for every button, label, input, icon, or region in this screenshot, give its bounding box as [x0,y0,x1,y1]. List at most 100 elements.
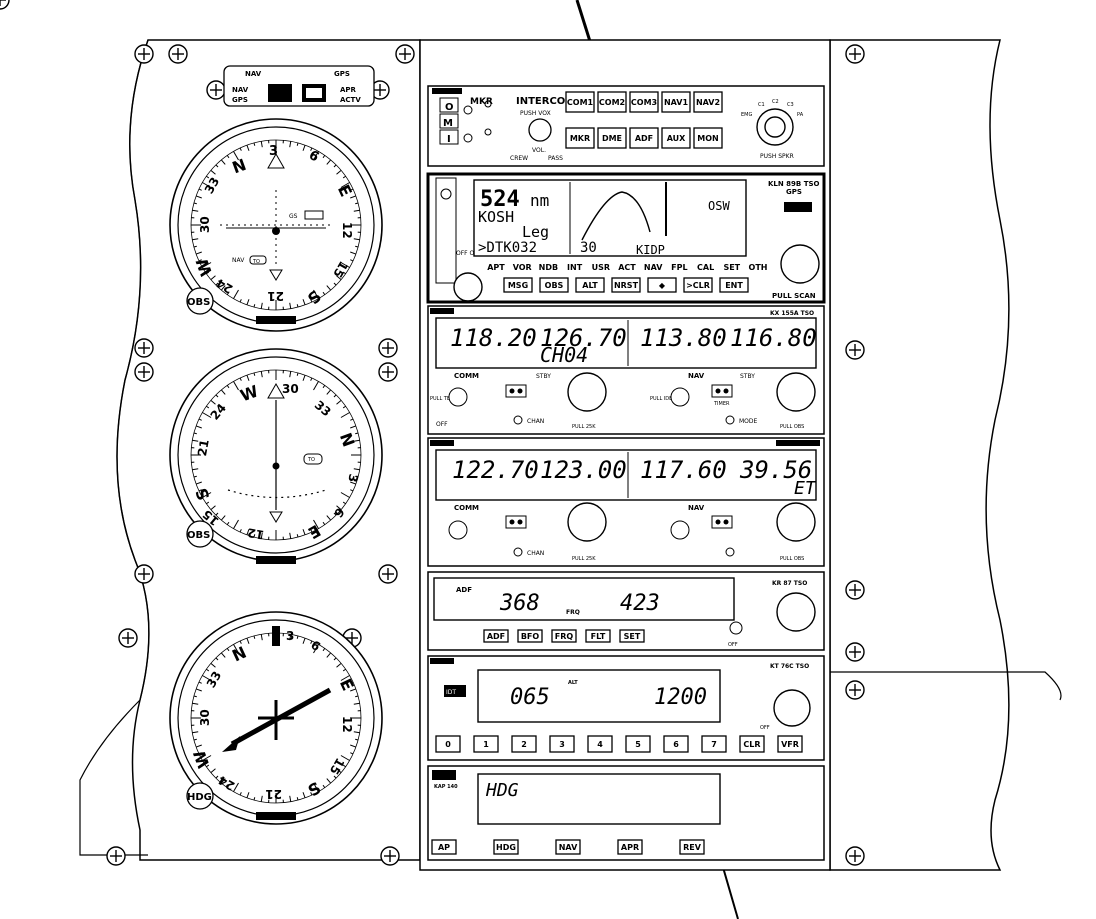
transponder-altitude: 065 [510,685,550,710]
button-label: DME [602,134,622,143]
dial-tick [239,529,242,533]
svg-text:OSW: OSW [708,199,730,213]
com2-active-freq: 122.70 [452,456,539,484]
button-6[interactable] [663,735,689,753]
dial-tick [220,285,226,291]
com2-standby-freq: 123.00 [540,456,627,484]
nav2-active-freq: 117.60 [640,456,727,484]
dial-tick [310,792,313,796]
gps-page-label: OTH [749,263,768,272]
annunciator-actv: ACTV [340,96,361,104]
button-frq[interactable] [551,629,577,643]
button-mkr[interactable] [565,127,595,149]
gps-page-label: VOR [513,263,532,272]
button-nav1[interactable] [661,91,691,113]
nav1-standby-freq: 116.80 [730,324,817,352]
dial-tick [340,412,350,418]
svg-text:PULL 25K: PULL 25K [572,556,596,562]
dial-tick [353,702,360,705]
svg-text:STBY: STBY [740,373,755,380]
dial-tick [215,282,219,286]
dial-tick [220,652,226,658]
button-apr[interactable] [617,839,643,855]
dial-tick [253,304,256,308]
dial-tick [296,304,299,308]
button-ap[interactable] [431,839,457,855]
svg-text:KIDP: KIDP [636,243,665,257]
button-rev[interactable] [679,839,705,855]
button-ent[interactable] [719,277,749,293]
dial-tick [193,432,197,435]
com1-active-freq: 118.20 [450,324,537,352]
dial-tick [310,529,313,533]
button-hdg[interactable] [493,839,519,855]
button-nav2[interactable] [693,91,723,113]
button-nav[interactable] [555,839,581,855]
hdg-knob: HDG [187,792,212,803]
button-clr[interactable] [683,277,713,293]
dial-tick [220,389,226,395]
dial-tick [215,164,219,168]
button-label: 5 [635,740,641,749]
dial-tick [350,251,357,255]
button-1[interactable] [473,735,499,753]
button-adf[interactable] [629,127,659,149]
svg-text:3: 3 [269,144,278,159]
button-2[interactable] [511,735,537,753]
dial-tick [322,648,326,652]
button-0[interactable] [435,735,461,753]
button-nrst[interactable] [611,277,641,293]
dial-tick [239,147,242,151]
dial-tick [192,731,199,734]
button-dme[interactable] [597,127,627,149]
button-com2[interactable] [597,91,627,113]
button-7[interactable] [701,735,727,753]
dial-tick [342,501,346,505]
dial-tick [326,389,332,395]
button-com3[interactable] [629,91,659,113]
button-aux[interactable] [661,127,691,149]
dial-tick [226,385,230,389]
dial-tick [193,202,197,205]
button-[interactable] [647,277,677,293]
button-label: MKR [570,134,590,143]
svg-text:12: 12 [340,716,354,733]
dial-tick [202,492,212,498]
button-alt[interactable] [575,277,605,293]
button-mon[interactable] [693,127,723,149]
button-4[interactable] [587,735,613,753]
svg-text:OFF: OFF [728,642,738,648]
button-obs[interactable] [539,277,569,293]
button-flt[interactable] [585,629,611,643]
button-bfo[interactable] [517,629,543,643]
svg-text:CHAN: CHAN [527,550,544,557]
button-com1[interactable] [565,91,595,113]
button-msg[interactable] [503,277,533,293]
dial-tick [350,752,354,755]
button-label: 0 [445,740,451,749]
button-adf[interactable] [483,629,509,643]
dial-tick [310,147,313,151]
svg-text:PULL IDENT: PULL IDENT [650,396,680,402]
button-clr[interactable] [739,735,765,753]
svg-text:CREW: CREW [510,155,528,162]
dial-tick [289,141,292,148]
dial-tick [326,778,332,784]
button-5[interactable] [625,735,651,753]
dial-tick [246,529,250,536]
dial-tick [220,778,226,784]
dial-tick [302,792,306,799]
dial-tick [313,381,319,391]
button-set[interactable] [619,629,645,643]
dial-tick [202,412,212,418]
button-3[interactable] [549,735,575,753]
dial-tick [260,634,263,641]
com1-standby-freq: 126.70 [540,324,627,352]
gps-page-label: NDB [539,263,558,272]
dial-tick [336,768,342,774]
svg-text:TO: TO [252,259,260,265]
button-vfr[interactable] [777,735,803,753]
svg-text:CHAN: CHAN [527,418,544,425]
svg-text:21: 21 [195,438,212,457]
dial-tick [326,652,332,658]
